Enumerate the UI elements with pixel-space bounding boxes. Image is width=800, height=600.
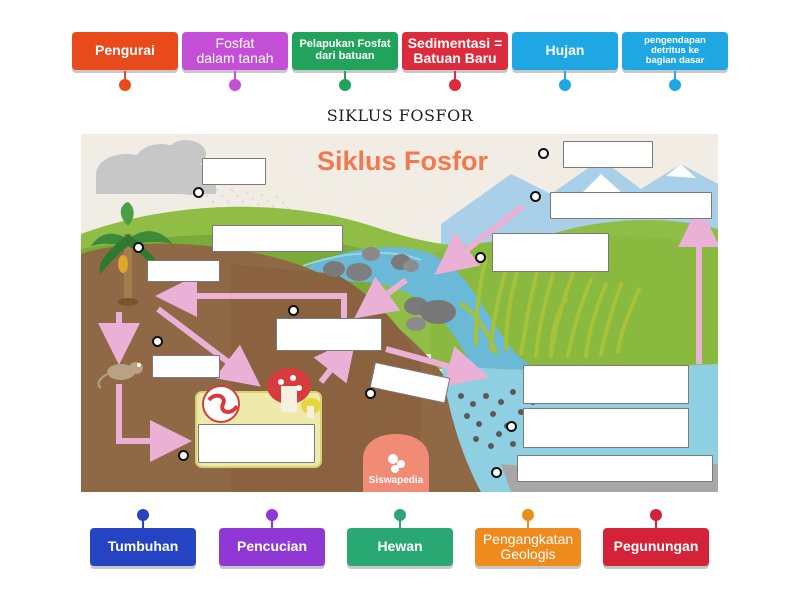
drop-pin	[178, 450, 189, 461]
tile-knob	[137, 509, 149, 521]
drop-zone[interactable]	[492, 233, 609, 272]
drop-pin	[475, 252, 486, 263]
drop-pin	[288, 305, 299, 316]
tile-sedimentasi[interactable]: Sedimentasi = Batuan Baru	[402, 32, 508, 70]
tile-knob	[559, 79, 571, 91]
drop-pin	[193, 187, 204, 198]
tile-knob	[394, 509, 406, 521]
drop-pin	[133, 242, 144, 253]
brand-label: Siswapedia	[368, 475, 424, 486]
tile-stem	[674, 71, 676, 83]
drop-pin	[506, 421, 517, 432]
tile-stem	[271, 518, 273, 530]
drop-zone[interactable]	[276, 318, 382, 351]
drop-zone[interactable]	[523, 365, 689, 404]
tile-knob	[650, 509, 662, 521]
tile-pelapukan-fosfat[interactable]: Pelapukan Fosfat dari batuan	[292, 32, 398, 70]
tile-knob	[339, 79, 351, 91]
tile-fosfat-dalam-tanah[interactable]: Fosfat dalam tanah	[182, 32, 288, 70]
drop-zone[interactable]	[152, 355, 220, 378]
page-title: SIKLUS FOSFOR	[326, 106, 474, 125]
tile-knob	[449, 79, 461, 91]
tile-knob	[522, 509, 534, 521]
drop-zone[interactable]	[523, 408, 689, 448]
tile-stem	[124, 71, 126, 83]
tile-stem	[234, 71, 236, 83]
tile-pegunungan[interactable]: Pegunungan	[603, 528, 709, 566]
tile-tumbuhan[interactable]: Tumbuhan	[90, 528, 196, 566]
tile-pengurai[interactable]: Pengurai	[72, 32, 178, 70]
drop-pin	[530, 191, 541, 202]
tile-knob	[119, 79, 131, 91]
diagram-heading: Siklus Fosfor	[317, 146, 489, 176]
drop-zone[interactable]	[212, 225, 343, 252]
drop-pin	[365, 388, 376, 399]
tile-stem	[454, 71, 456, 83]
drop-zone[interactable]	[198, 424, 315, 463]
tile-pengangkatan-geologis[interactable]: Pengangkatan Geologis	[475, 528, 581, 566]
tile-stem	[399, 518, 401, 530]
drop-zone[interactable]	[563, 141, 653, 168]
drop-zone[interactable]	[147, 260, 220, 282]
drop-zone[interactable]	[550, 192, 712, 219]
drop-pin	[538, 148, 549, 159]
tile-stem	[564, 71, 566, 83]
tile-stem	[142, 518, 144, 530]
drop-pin	[152, 336, 163, 347]
tile-hujan[interactable]: Hujan	[512, 32, 618, 70]
tile-knob	[669, 79, 681, 91]
tile-stem	[527, 518, 529, 530]
tile-pengendapan-detritus[interactable]: pengendapan detritus ke bagian dasar	[622, 32, 728, 70]
tile-knob	[266, 509, 278, 521]
tile-knob	[229, 79, 241, 91]
tile-pencucian[interactable]: Pencucian	[219, 528, 325, 566]
drop-pin	[491, 467, 502, 478]
drop-zone[interactable]	[517, 455, 713, 482]
tile-stem	[344, 71, 346, 83]
drop-zone[interactable]	[202, 158, 266, 185]
tile-hewan[interactable]: Hewan	[347, 528, 453, 566]
tile-stem	[655, 518, 657, 530]
